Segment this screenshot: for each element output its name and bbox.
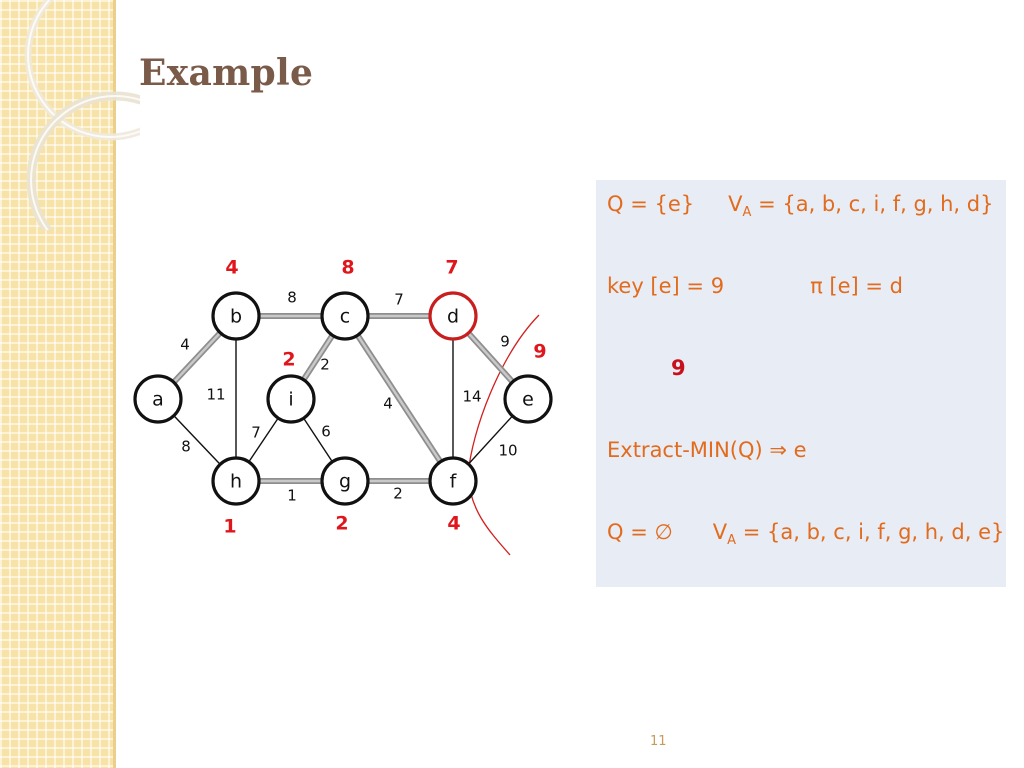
edge-weight-c-d: 7 (394, 291, 404, 309)
node-b-label: b (230, 306, 242, 328)
node-f-circle (428, 456, 478, 506)
node-h-circle (211, 456, 261, 506)
node-a-circle (133, 374, 183, 424)
pi-text: π [e] = d (810, 274, 903, 298)
page-number: 11 (650, 734, 667, 749)
side-band-edge (113, 0, 116, 768)
edge-weight-i-h: 7 (251, 424, 261, 442)
decorative-rings (24, 0, 140, 230)
edge-weight-e-f: 10 (498, 442, 517, 460)
edge-weight-c-i: 2 (320, 356, 330, 374)
extract-line: Extract-MIN(Q) ⇒ e (607, 438, 807, 462)
extract-text: Extract-MIN(Q) ⇒ e (607, 438, 807, 462)
key-label-f: 4 (447, 513, 460, 535)
key-label-i: 2 (282, 349, 295, 371)
final-queue-text: Q = ∅ (607, 520, 673, 544)
va-symbol: V (728, 192, 743, 216)
edge-weight-d-e: 9 (500, 333, 510, 351)
key-label-c: 8 (341, 257, 354, 279)
key-line: key [e] = 9 π [e] = d (607, 274, 903, 298)
key-label-g: 2 (335, 513, 348, 535)
decorative-side-band (0, 0, 113, 768)
edge-weight-a-h: 8 (181, 438, 191, 456)
edge-weight-a-b: 4 (180, 336, 190, 354)
key-text: key [e] = 9 (607, 274, 725, 298)
edge-weight-b-c: 8 (287, 289, 297, 307)
tree-edge-c-f (343, 315, 455, 482)
key-label-d: 7 (445, 257, 458, 279)
node-f-label: f (450, 471, 458, 493)
edge-weight-h-g: 1 (287, 487, 297, 505)
edge-weight-i-g: 6 (321, 423, 331, 441)
key-label-e: 9 (533, 341, 546, 363)
key-label-group: 4 8 7 2 9 1 2 4 (223, 257, 546, 538)
edge-weight-b-h: 11 (206, 386, 225, 404)
edge-weight-c-f: 4 (383, 395, 393, 413)
node-d-label: d (447, 306, 459, 328)
va2-set: = {a, b, c, i, f, g, h, d, e} (736, 520, 1005, 544)
va-set: = {a, b, c, i, f, g, h, d} (751, 192, 994, 216)
va-subscript: A (742, 205, 752, 220)
queue-line: Q = {e} VA = {a, b, c, i, f, g, h, d} (607, 192, 993, 220)
node-i-label: i (288, 389, 293, 411)
graph-diagram: 4 8 8 11 7 2 4 9 14 10 7 6 1 2 a b c d e f g h i 4 8 7 2 9 1 2 4 (133, 257, 553, 556)
node-g-label: g (339, 471, 351, 493)
red-value-line: 9 (671, 356, 686, 380)
node-e-label: e (522, 389, 534, 411)
node-group: a b c d e f g h i (133, 291, 553, 506)
node-e-circle (503, 374, 553, 424)
cut-curve (467, 314, 540, 556)
info-panel: Q = {e}VA = {a, b, c, i, f, g, h, d} key… (596, 180, 1006, 587)
node-c-label: c (340, 306, 350, 328)
red-key-value: 9 (671, 356, 686, 380)
node-h-label: h (230, 471, 242, 493)
edge-weight-d-f: 14 (462, 388, 481, 406)
node-b-circle (211, 291, 261, 341)
edge-weight-g-f: 2 (393, 485, 403, 503)
final-queue-line: Q = ∅ VA = {a, b, c, i, f, g, h, d, e} (607, 520, 1004, 548)
queue-text: Q = {e} (607, 192, 695, 216)
node-g-circle (320, 456, 370, 506)
node-c-circle (320, 291, 370, 341)
va2-symbol: V (712, 520, 728, 544)
slide-title: Example (139, 52, 314, 94)
node-i-circle (266, 374, 316, 424)
node-a-label: a (152, 389, 164, 411)
key-label-h: 1 (223, 516, 236, 538)
va2-subscript: A (727, 533, 737, 548)
node-d-circle (428, 291, 478, 341)
key-label-b: 4 (225, 257, 238, 279)
